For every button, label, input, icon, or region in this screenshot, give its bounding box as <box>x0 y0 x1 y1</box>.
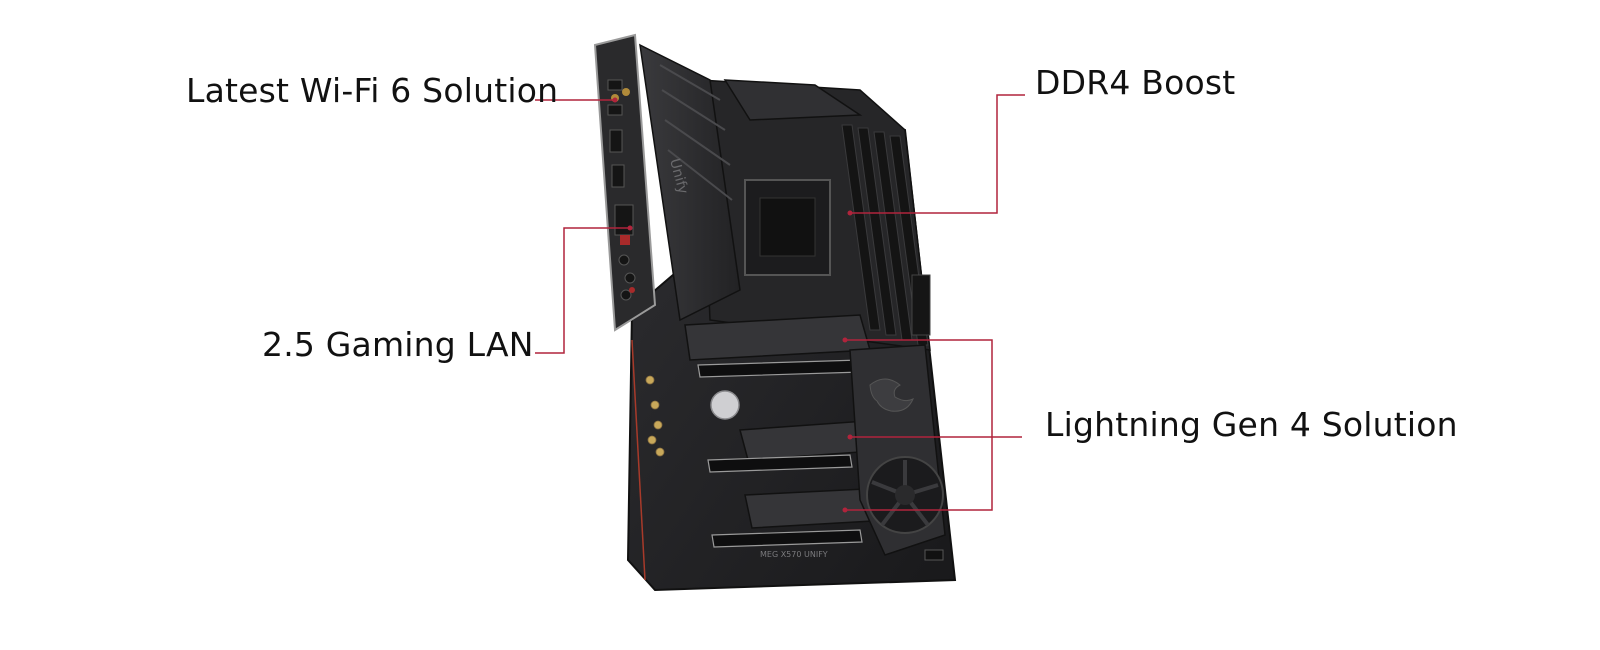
leader-dot-gen4-c <box>842 507 848 513</box>
callout-wifi-label: Latest Wi-Fi 6 Solution <box>186 71 559 110</box>
motherboard-illustration: Unify <box>593 33 957 592</box>
leader-gen4-bracket <box>845 339 993 511</box>
leader-lan <box>535 227 630 354</box>
vrm-heatsink-top <box>723 79 863 121</box>
atx-power-connector <box>911 274 931 336</box>
leader-dot-lan <box>627 225 633 231</box>
cmos-battery <box>710 390 740 420</box>
callout-lan-label: 2.5 Gaming LAN <box>262 325 534 364</box>
io-accent-ports <box>620 235 635 293</box>
leader-dot-ddr4 <box>847 210 853 216</box>
debug-led-display <box>924 549 944 561</box>
leader-ddr4 <box>850 94 1025 214</box>
callout-ddr4-label: DDR4 Boost <box>1035 63 1236 102</box>
callout-gen4-label: Lightning Gen 4 Solution <box>1045 405 1458 444</box>
leader-dot-wifi <box>612 97 618 103</box>
shroud-ridges <box>659 64 733 201</box>
board-model-silkscreen: MEG X570 UNIFY <box>760 550 828 559</box>
leader-dot-gen4-b <box>847 434 853 440</box>
audio-separator-line <box>631 339 646 581</box>
cpu-socket-inner <box>759 197 816 257</box>
audio-capacitors <box>645 375 665 457</box>
dragon-logo-icon <box>869 378 914 412</box>
leader-dot-gen4-a <box>842 337 848 343</box>
io-cover-shroud <box>639 43 741 322</box>
pcie-slots <box>697 359 863 548</box>
